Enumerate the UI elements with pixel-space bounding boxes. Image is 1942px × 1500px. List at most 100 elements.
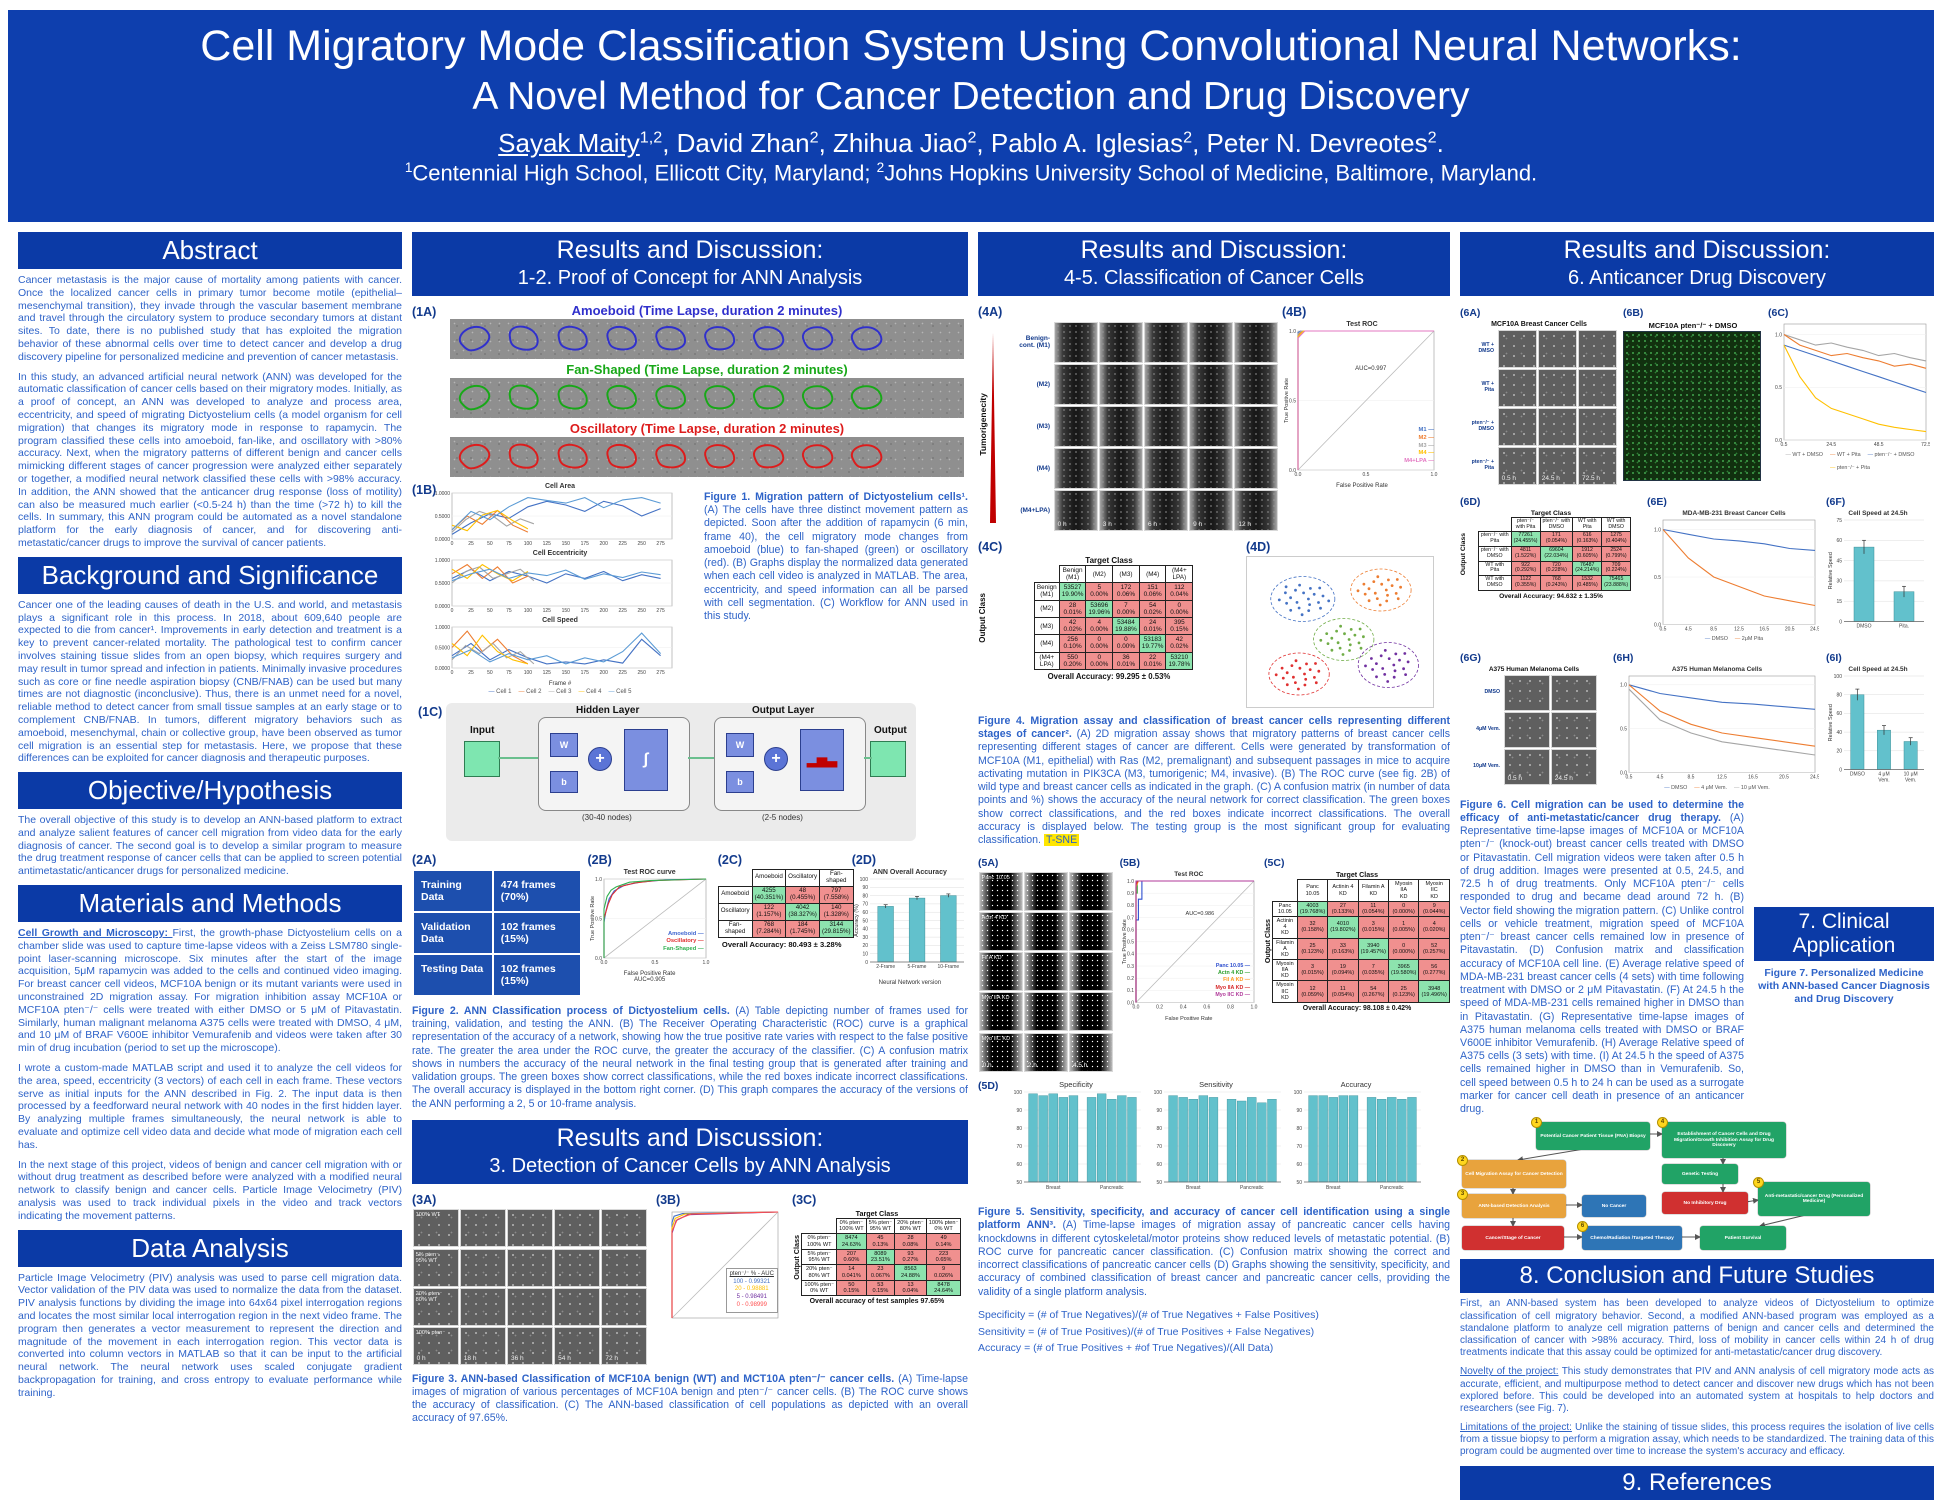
metric-formulas: Specificity = (# of True Negatives)/(# o… — [978, 1307, 1450, 1357]
time-label: 2 h — [1027, 1061, 1037, 1069]
legend-entry: Fil A KD — — [1223, 977, 1251, 984]
panel-label-6c: (6C) — [1768, 307, 1789, 319]
caption-lead: Figure 7. Personalized Medicine with ANN… — [1758, 966, 1930, 1005]
circle-el — [1385, 599, 1389, 603]
text-el: 0 — [451, 670, 454, 676]
circle-el — [1307, 609, 1311, 612]
micrograph — [1053, 448, 1098, 490]
matrix-cell: 4042 (38.327%) — [785, 902, 821, 921]
chart-legend: Amoeboid —Oscillatory —Fan-Shaped — — [663, 931, 704, 954]
circle-el — [1277, 598, 1281, 602]
flow-step-number: 6 — [1577, 1221, 1588, 1233]
results-6-header-line2: 6. Anticancer Drug Discovery — [1568, 267, 1826, 289]
auc-note: AUC=0.997 — [1355, 366, 1387, 372]
div-el: 100% WT — [412, 1209, 648, 1248]
figure-6b-vector-field — [1623, 331, 1761, 481]
bar — [1328, 1097, 1338, 1183]
micrograph — [1189, 448, 1234, 490]
matrix-cell: 24 0.01% — [1138, 616, 1167, 636]
paragraph: Cell Growth and Microscopy: First, the g… — [18, 927, 402, 1055]
chart-title: ANN Overall Accuracy — [872, 869, 947, 876]
poster-title-line2: A Novel Method for Cancer Detection and … — [472, 75, 1470, 118]
text-line: Sensitivity = (# of True Positives)/(# o… — [978, 1325, 1315, 1338]
cells-legend: — Cell 1— Cell 2— Cell 3— Cell 4— Cell 5 — [426, 689, 694, 695]
micrograph — [1234, 448, 1279, 490]
legend-entry: — pten⁻/⁻ + Pita — [1829, 465, 1870, 471]
cell-outline — [458, 443, 491, 470]
path-el — [458, 384, 491, 411]
figure-5-caption: Figure 5. Sensitivity, specificity, and … — [978, 1206, 1450, 1298]
panel-label-6e: (6E) — [1647, 495, 1667, 508]
path-el — [850, 385, 883, 410]
legend-entry: M4 — — [1418, 450, 1434, 457]
circle-el — [1317, 601, 1320, 604]
figure-4d-tsne — [1246, 555, 1436, 708]
text-el: 0 — [865, 960, 868, 966]
text-el: 100 — [524, 541, 533, 547]
caption-lead: Figure 2. ANN Classification process of … — [412, 1005, 730, 1017]
text-el: 225 — [619, 541, 628, 547]
matrix-cell: 75465 (23.888%) — [1601, 575, 1632, 591]
legend-entry: Myo IIA KD — — [1215, 984, 1251, 991]
micrograph — [1053, 405, 1098, 447]
sup-el: 2 — [876, 160, 885, 175]
matrix-cell: 54 0.02% — [1138, 599, 1167, 618]
nn-hidden-nodes-note: (30-40 nodes) — [582, 813, 632, 822]
text-el: 90 — [1156, 1108, 1162, 1114]
flow-step-number: 3 — [1457, 1189, 1468, 1201]
text-el: 0 — [451, 541, 454, 547]
micrograph — [1023, 912, 1068, 952]
section-header-methods: Materials and Methods — [18, 885, 402, 923]
matrix-cell: 76487 (24.214%) — [1572, 560, 1603, 577]
legend-entry: — Cell 1 — [488, 689, 512, 695]
micrograph: 0.5 h — [1503, 749, 1550, 786]
text-el: Vem. — [1878, 778, 1889, 784]
div-el: WT + DMSO — [1460, 329, 1618, 368]
matrix-cell: 0 (0.000%) — [1387, 900, 1420, 918]
image-row-label: WT + DMSO — [1478, 341, 1494, 354]
bar — [1387, 1097, 1397, 1183]
text-el: 15 — [1836, 599, 1842, 605]
cell-outline — [655, 384, 687, 410]
span-el: — — [1867, 452, 1873, 458]
panel-label-2d: (2D) — [851, 853, 877, 867]
chart-title: Test ROC — [1346, 321, 1378, 328]
text-el: 0.4 — [1179, 1005, 1186, 1011]
time-label: 0.5 h — [1507, 775, 1523, 783]
circle-el — [1308, 603, 1311, 606]
text-el: 1.0 — [1127, 879, 1134, 885]
chart-title: Test ROC — [1174, 871, 1204, 879]
matrix-cell: 32 (0.158%) — [1296, 916, 1329, 939]
legend-entry: Myo IIC KD — — [1215, 991, 1251, 998]
cell-outline — [753, 444, 785, 469]
text-el: 0.5 — [1620, 727, 1627, 733]
cell-outline — [508, 384, 539, 410]
text-el: 0.5 — [1127, 940, 1134, 946]
micrograph — [1189, 321, 1234, 363]
circle-el — [1403, 652, 1407, 655]
cell-outline — [606, 443, 637, 469]
matrix-cell: 8089 23.51% — [865, 1248, 896, 1266]
circle-el — [1313, 675, 1316, 679]
line-el — [1745, 1198, 1759, 1205]
circle-el — [1327, 599, 1331, 603]
div-el: 5% pten⁻ 95% WT — [412, 1248, 648, 1287]
nn-bias-box: b — [550, 771, 578, 793]
data-analysis-text: Particle Image Velocimetry (PIV) analysi… — [18, 1272, 402, 1400]
bar — [1188, 1099, 1198, 1183]
y-axis-label: Accuracy (%) — [854, 904, 860, 937]
polyline-el — [451, 509, 529, 532]
matrix-row-header: pten⁻/⁻ with DMSO — [1477, 546, 1512, 562]
